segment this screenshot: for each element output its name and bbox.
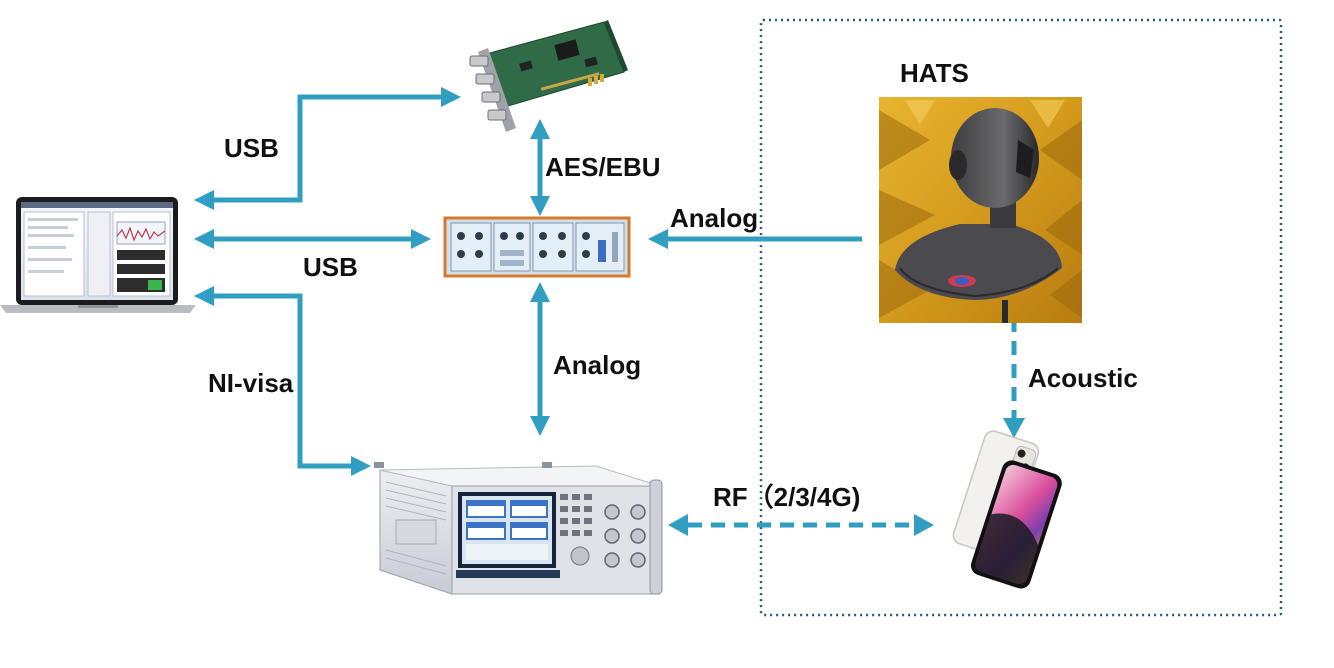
smartphone-icon [952,430,1062,589]
analog-hats-label: Analog [670,203,759,233]
hats-icon [879,97,1082,323]
audio-analyzer-icon [443,216,631,278]
dut-boundary-box [759,18,1283,617]
usb-mid-label: USB [303,252,358,282]
laptop-icon [0,197,196,313]
usb-top-label: USB [224,133,279,163]
rf-label: RF（2/3/4G) [713,482,861,512]
ni-visa-label: NI-visa [208,368,294,398]
dashed-arrows [688,318,1017,528]
pcie-card-icon [469,20,628,132]
usb-top-connector [210,94,447,203]
ni-visa-connector [210,293,357,469]
aes-ebu-label: AES/EBU [545,152,661,182]
rf-tester-icon [374,462,663,595]
arrowheads [194,87,668,476]
arrows [210,94,862,469]
acoustic-label: Acoustic [1028,363,1138,393]
analog-mid-label: Analog [553,350,642,380]
hats-label: HATS [900,58,969,88]
